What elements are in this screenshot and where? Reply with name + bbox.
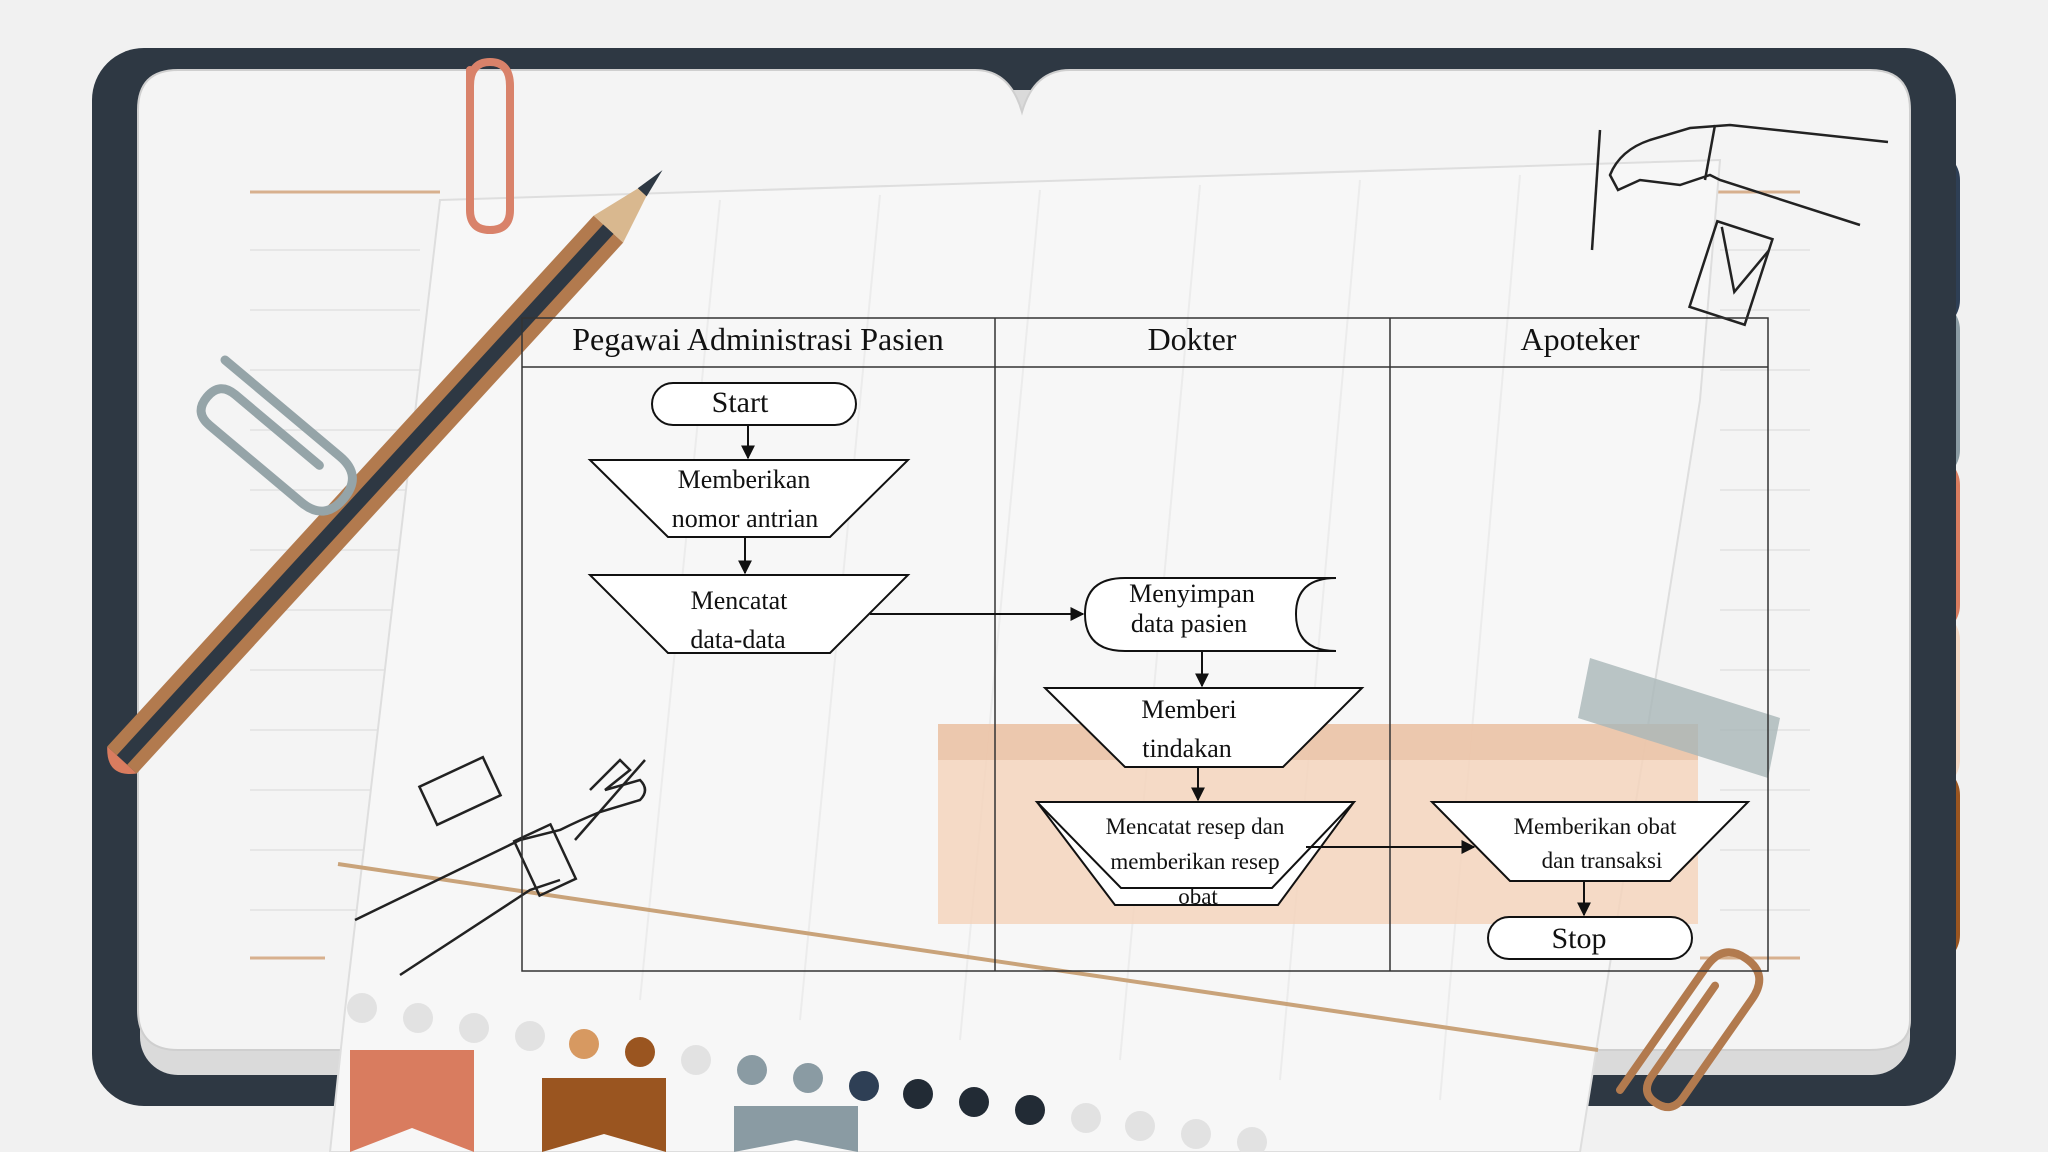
bookmark-ribbon (734, 1106, 858, 1152)
menyimpan-label-line2: data pasien (1131, 609, 1247, 638)
paperclip-orange (466, 57, 514, 235)
lane-header-apoteker: Apoteker (1520, 321, 1639, 357)
resep-label-line3: obat (1178, 884, 1218, 909)
paperclip-grey (196, 355, 357, 516)
pencil-decoration (107, 170, 663, 775)
manual-op-nomor-antrian (587, 459, 911, 538)
spiral-holes (347, 993, 1267, 1152)
mencatat-data-label-line2: data-data (690, 625, 786, 654)
hand-sketch-bottom-left (354, 755, 647, 977)
stop-label: Stop (1551, 922, 1606, 955)
nomor-antrian-label-line2: nomor antrian (672, 504, 819, 533)
nomor-antrian-label-line1: Memberikan (678, 465, 811, 494)
start-label: Start (712, 386, 769, 419)
bookmark-ribbon (350, 1050, 474, 1152)
swimlane-flowchart: Pegawai Administrasi Pasien Dokter Apote… (521, 317, 1769, 972)
obat-label-line1: Memberikan obat (1514, 814, 1677, 839)
tape-strip (1578, 658, 1780, 778)
manual-op-mencatat-data (587, 574, 911, 654)
paperclip-brown (1616, 948, 1764, 1112)
tindakan-label-line1: Memberi (1141, 695, 1236, 724)
menyimpan-label-line1: Menyimpan (1129, 579, 1255, 608)
bookmark-ribbon (542, 1078, 666, 1152)
resep-label-line1: Mencatat resep dan (1106, 814, 1285, 839)
lane-header-dokter: Dokter (1148, 321, 1237, 357)
tindakan-label-line2: tindakan (1142, 734, 1232, 763)
swimlane-frame (521, 317, 1769, 972)
manual-op-memberi-tindakan (1042, 687, 1365, 768)
decorative-background (92, 48, 1960, 1152)
obat-label-line2: dan transaksi (1542, 848, 1663, 873)
stop-terminator (1487, 916, 1693, 960)
resep-label-line2: memberikan resep (1110, 849, 1279, 874)
stored-data-menyimpan (1083, 577, 1337, 652)
hand-sketch-top-right (1590, 123, 1889, 327)
decor-line (337, 862, 1599, 1052)
lane-header-admin: Pegawai Administrasi Pasien (572, 321, 944, 357)
start-terminator (651, 382, 857, 426)
manual-op-memberikan-obat (1429, 801, 1751, 882)
mencatat-data-label-line1: Mencatat (691, 586, 789, 615)
manual-op-mencatat-resep (1034, 801, 1357, 889)
